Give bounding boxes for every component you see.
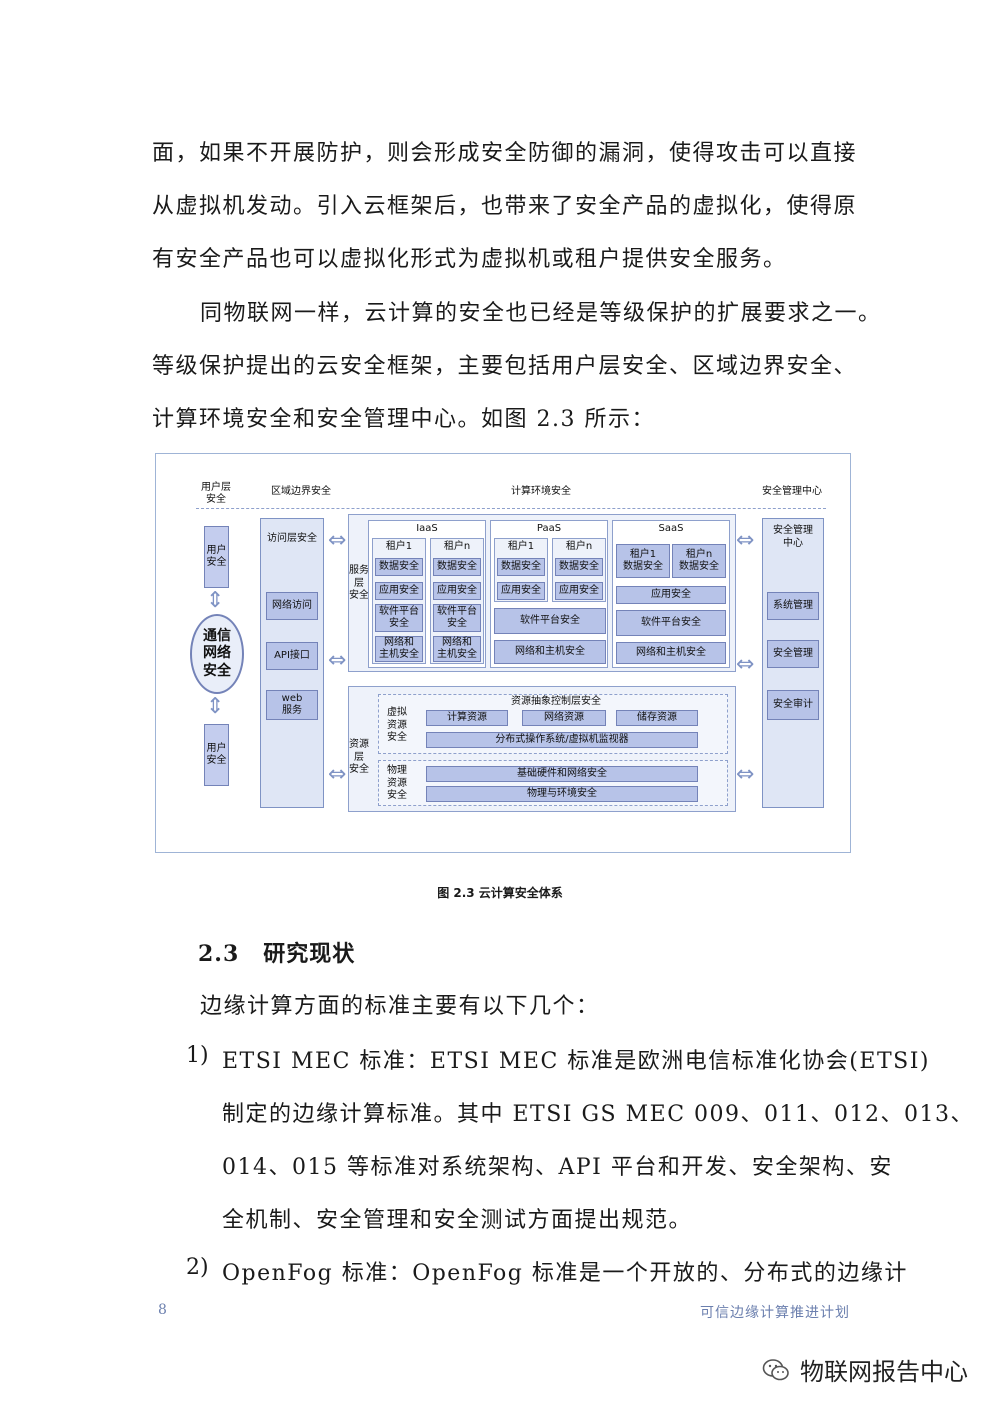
arrow-updown-icon: ⇕ bbox=[206, 694, 225, 719]
arrow-lr-icon: ⇔ bbox=[328, 762, 347, 787]
saas-title: SaaS bbox=[658, 522, 684, 534]
physical-item: 基础硬件和网络安全 bbox=[426, 766, 698, 782]
text-line: 边缘计算方面的标准主要有以下几个： bbox=[200, 994, 600, 1019]
resource-layer-label: 资源 层 安全 bbox=[349, 739, 369, 776]
physical-item: 物理与环境安全 bbox=[426, 786, 698, 802]
virtual-resource-label: 虚拟 资源 安全 bbox=[387, 707, 407, 744]
paas-tenant1: 租户1 bbox=[507, 540, 535, 552]
paas-item: 应用安全 bbox=[497, 582, 545, 600]
page-number: 8 bbox=[158, 1302, 167, 1318]
header-mgmt-center: 安全管理中心 bbox=[762, 485, 822, 497]
mgmt-item: 系统管理 bbox=[767, 592, 819, 620]
iaas-item: 软件平台 安全 bbox=[375, 604, 423, 632]
abstract-layer-label: 资源抽象控制层安全 bbox=[511, 695, 601, 707]
paas-title: PaaS bbox=[536, 522, 562, 534]
iaas-tenant1: 租户1 bbox=[385, 540, 413, 552]
text-line: 从虚拟机发动。引入云框架后，也带来了安全产品的虚拟化，使得原 bbox=[152, 194, 858, 219]
virtual-item: 储存资源 bbox=[616, 710, 698, 726]
virtual-item: 计算资源 bbox=[426, 710, 508, 726]
header-compute: 计算环境安全 bbox=[511, 485, 571, 497]
header-divider bbox=[196, 508, 826, 509]
arrow-lr-icon: ⇔ bbox=[328, 648, 347, 673]
iaas-title: IaaS bbox=[416, 522, 438, 534]
comm-network-security: 通信 网络 安全 bbox=[190, 614, 244, 694]
paas-item: 应用安全 bbox=[555, 582, 603, 600]
cloud-security-diagram: 用户层 安全 区域边界安全 计算环境安全 安全管理中心 用户 安全 ⇕ 通信 网… bbox=[155, 453, 851, 853]
access-item: API接口 bbox=[266, 642, 318, 670]
paas-item: 数据安全 bbox=[555, 558, 603, 576]
physical-resource-label: 物理 资源 安全 bbox=[387, 765, 407, 802]
wechat-icon bbox=[762, 1358, 789, 1380]
arrow-lr-icon: ⇔ bbox=[736, 652, 755, 677]
text-line: 等级保护提出的云安全框架，主要包括用户层安全、区域边界安全、 bbox=[152, 354, 858, 379]
saas-platform: 软件平台安全 bbox=[616, 610, 726, 636]
text-line: 计算环境安全和安全管理中心。如图 2.3 所示： bbox=[152, 407, 655, 432]
access-item: 网络访问 bbox=[266, 592, 318, 620]
iaas-item: 应用安全 bbox=[375, 582, 423, 600]
text-line: 014、015 等标准对系统架构、API 平台和开发、安全架构、安 bbox=[222, 1155, 893, 1180]
saas-network: 网络和主机安全 bbox=[616, 642, 726, 664]
text-line: 面，如果不开展防护，则会形成安全防御的漏洞，使得攻击可以直接 bbox=[152, 141, 858, 166]
iaas-tenantn: 租户n bbox=[443, 540, 471, 552]
iaas-item: 数据安全 bbox=[375, 558, 423, 576]
access-item: web 服务 bbox=[266, 690, 318, 720]
arrow-updown-icon: ⇕ bbox=[206, 588, 225, 613]
virtual-item: 网络资源 bbox=[522, 710, 606, 726]
text-line: ETSI MEC 标准：ETSI MEC 标准是欧洲电信标准化协会(ETSI) bbox=[222, 1049, 930, 1074]
user-security-top: 用户 安全 bbox=[204, 526, 229, 588]
iaas-item: 数据安全 bbox=[433, 558, 481, 576]
saas-tenantn: 租户n 数据安全 bbox=[672, 544, 726, 578]
iaas-item: 软件平台 安全 bbox=[433, 604, 481, 632]
watermark-text: 物联网报告中心 bbox=[800, 1358, 968, 1386]
mgmt-center-title: 安全管理 中心 bbox=[773, 525, 813, 549]
paas-platform: 软件平台安全 bbox=[494, 608, 606, 634]
header-boundary: 区域边界安全 bbox=[271, 485, 331, 497]
section-title: 研究现状 bbox=[263, 941, 356, 967]
service-layer-label: 服务 层 安全 bbox=[349, 565, 369, 602]
figure-caption: 图 2.3 云计算安全体系 bbox=[437, 886, 563, 900]
arrow-lr-icon: ⇔ bbox=[736, 528, 755, 553]
list-number: 1) bbox=[186, 1043, 209, 1068]
arrow-lr-icon: ⇔ bbox=[328, 528, 347, 553]
hypervisor: 分布式操作系统/虚拟机监视器 bbox=[426, 732, 698, 748]
section-number: 2.3 bbox=[198, 941, 240, 967]
access-layer-label: 访问层安全 bbox=[267, 533, 317, 544]
mgmt-item: 安全管理 bbox=[767, 640, 819, 668]
saas-app: 应用安全 bbox=[616, 586, 726, 604]
paas-tenantn: 租户n bbox=[565, 540, 593, 552]
saas-tenant1: 租户1 数据安全 bbox=[616, 544, 670, 578]
user-security-bottom: 用户 安全 bbox=[204, 724, 229, 786]
arrow-lr-icon: ⇔ bbox=[736, 762, 755, 787]
watermark: 物联网报告中心 bbox=[762, 1352, 968, 1387]
text-line: 有安全产品也可以虚拟化形式为虚拟机或租户提供安全服务。 bbox=[152, 247, 787, 272]
header-user-layer: 用户层 安全 bbox=[201, 481, 231, 506]
mgmt-item: 安全审计 bbox=[767, 690, 819, 720]
section-heading: 2.3 研究现状 bbox=[198, 936, 355, 968]
paas-network: 网络和主机安全 bbox=[494, 640, 606, 664]
text-line: 全机制、安全管理和安全测试方面提出规范。 bbox=[222, 1208, 693, 1233]
text-line: 制定的边缘计算标准。其中 ETSI GS MEC 009、011、012、013… bbox=[222, 1102, 974, 1127]
list-number: 2) bbox=[186, 1255, 209, 1280]
text-line: 同物联网一样，云计算的安全也已经是等级保护的扩展要求之一。 bbox=[200, 301, 882, 326]
footer-title: 可信边缘计算推进计划 bbox=[700, 1305, 850, 1321]
paas-item: 数据安全 bbox=[497, 558, 545, 576]
iaas-item: 网络和 主机安全 bbox=[433, 636, 481, 662]
iaas-item: 应用安全 bbox=[433, 582, 481, 600]
text-line: OpenFog 标准：OpenFog 标准是一个开放的、分布式的边缘计 bbox=[222, 1261, 908, 1286]
iaas-item: 网络和 主机安全 bbox=[375, 636, 423, 662]
